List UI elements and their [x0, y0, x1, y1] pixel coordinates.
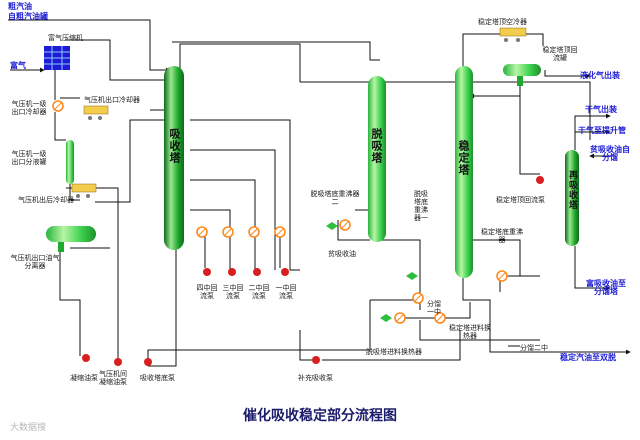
diagram-title: 催化吸收稳定部分流程图 — [243, 408, 397, 424]
oil-gas-separator-boot — [58, 242, 64, 252]
reabsorber-column — [565, 150, 579, 246]
compressor-icon — [44, 46, 70, 70]
intercooler-pump-2-label: 二中回流泵 — [248, 284, 270, 300]
oil-gas-separator-label: 气压机出口油气分离器 — [10, 254, 60, 270]
desorber-feed-exchanger-label: 脱吸塔进料换热器 — [366, 348, 422, 356]
absorber-label: 吸收塔 — [168, 128, 181, 164]
stabilizer-condenser-label: 稳定塔顶空冷器 — [478, 18, 527, 26]
rich-gas-compressor-label: 富气压缩机 — [48, 34, 83, 42]
air-cooler-icon — [71, 27, 527, 193]
rich-absorbent-label: 富吸收油至分馏塔 — [586, 279, 626, 296]
oil-gas-separator-drum — [46, 226, 96, 242]
intercooler-pump-4-label: 四中回流泵 — [196, 284, 218, 300]
stage1-separator-label: 气压机一级出口分液罐 — [11, 150, 47, 166]
dry-gas-out-label: 干气出装 — [585, 105, 617, 114]
liquefied-gas-label: 液化气出装 — [580, 71, 620, 80]
compressor-condensate-pump-label: 气压机间凝缩油泵 — [99, 370, 127, 386]
desorber-reboiler-1-label: 脱吸塔底重沸器一 — [414, 190, 428, 222]
control-valve-icon — [326, 222, 418, 322]
stabilizer-reflux-drum-boot — [517, 76, 523, 86]
fractionator-2nd-mid-label: 分馏二中 — [520, 344, 548, 352]
stage1-separator-drum — [66, 140, 74, 184]
stabilizer-label: 稳定塔 — [457, 140, 470, 176]
stabilizer-reflux-drum-label: 稳定塔顶回流罐 — [542, 46, 578, 62]
desorber-column — [368, 76, 386, 242]
dry-gas-lift-label: 干气至提升管 — [578, 126, 626, 135]
absorber-bottom-pump-label: 吸收塔底泵 — [140, 374, 175, 382]
stabilizer-column — [455, 66, 473, 278]
intercooler-pump-3-label: 三中回流泵 — [222, 284, 244, 300]
stabilizer-reflux-pump-label: 稳定塔顶回流泵 — [496, 196, 545, 204]
lean-absorbent-oil-label: 贫吸收油 — [328, 250, 356, 258]
makeup-absorbent-pump-label: 补充吸收泵 — [298, 374, 333, 382]
desorber-reboiler-2-label: 脱吸塔底重沸器二 — [310, 190, 360, 206]
desorber-label: 脱吸塔 — [370, 128, 383, 164]
crude-gasoline-tank-label: 自粗汽油罐 — [8, 12, 48, 21]
stabilizer-feed-exchanger-label: 稳定塔进料换热器 — [449, 324, 491, 340]
intercooler-pump-1-label: 一中回流泵 — [275, 284, 297, 300]
stabilized-gasoline-label: 稳定汽油至双脱 — [560, 353, 616, 362]
reabsorber-label: 再吸收塔 — [567, 170, 577, 210]
stage1-cooler-label: 气压机一级出口冷却器 — [11, 100, 47, 116]
absorber-column — [164, 66, 184, 250]
fractionator-1st-mid-label: 分馏一中 — [427, 300, 441, 316]
compressor-aftercooler-label: 气压机出后冷却器 — [18, 196, 74, 204]
pipe-network — [8, 19, 631, 367]
compressor-outlet-cooler-label: 气压机出口冷却器 — [84, 96, 140, 104]
heat-exchanger-diagonals — [53, 101, 507, 323]
watermark: 大数据搜 — [10, 423, 47, 433]
condensate-pump-label: 凝缩油泵 — [70, 374, 98, 382]
lean-absorbent-label: 贫吸收油自分馏 — [590, 145, 630, 162]
pump-icon — [82, 176, 544, 366]
stabilizer-reflux-drum — [503, 64, 541, 76]
air-cooler-fans — [76, 38, 520, 198]
stabilizer-reboiler-label: 稳定塔底重沸器 — [481, 228, 523, 244]
crude-gasoline-label: 粗汽油 — [8, 2, 32, 11]
rich-gas-label: 富气 — [10, 61, 26, 70]
